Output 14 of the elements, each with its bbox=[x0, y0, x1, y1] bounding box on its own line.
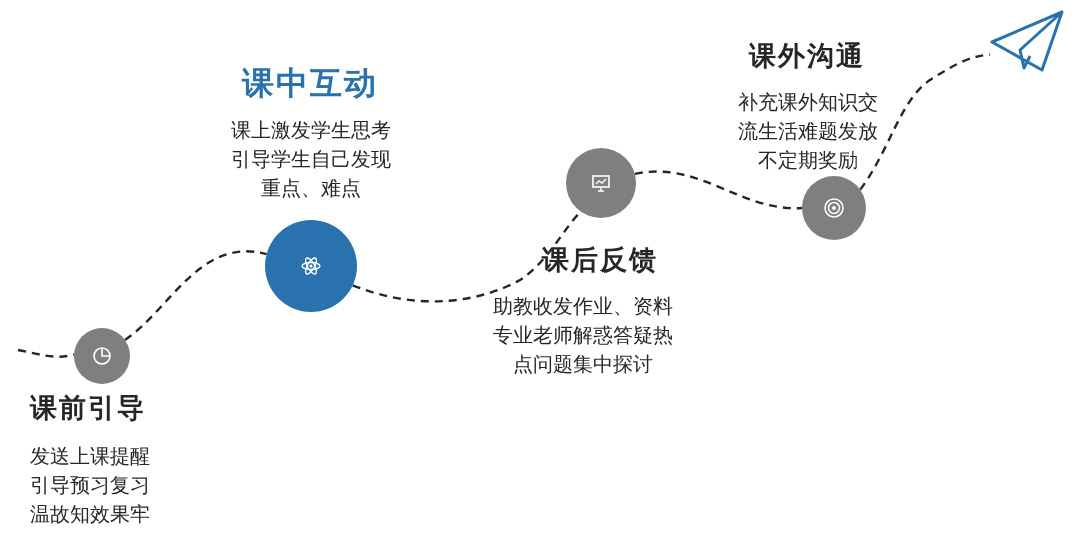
step-heading: 课前引导 bbox=[30, 391, 147, 425]
step-circle bbox=[74, 328, 130, 384]
paper-plane-icon bbox=[990, 10, 1064, 72]
dashed-connector bbox=[17, 348, 75, 358]
step-description: 课上激发学生思考引导学生自己发现重点、难点 bbox=[230, 117, 392, 202]
dashed-connector bbox=[124, 250, 267, 341]
step-description: 助教收发作业、资料专业老师解惑答疑热点问题集中探讨 bbox=[492, 293, 674, 378]
dashed-connector bbox=[634, 170, 802, 210]
step-heading: 课后反馈 bbox=[540, 243, 659, 277]
step-description: 补充课外知识交流生活难题发放不定期奖励 bbox=[737, 89, 879, 174]
step-description: 发送上课提醒引导预习复习温故知效果牢 bbox=[30, 443, 151, 528]
step-heading: 课外沟通 bbox=[747, 39, 866, 73]
dashed-connector bbox=[859, 53, 991, 191]
step-heading: 课中互动 bbox=[240, 63, 379, 104]
